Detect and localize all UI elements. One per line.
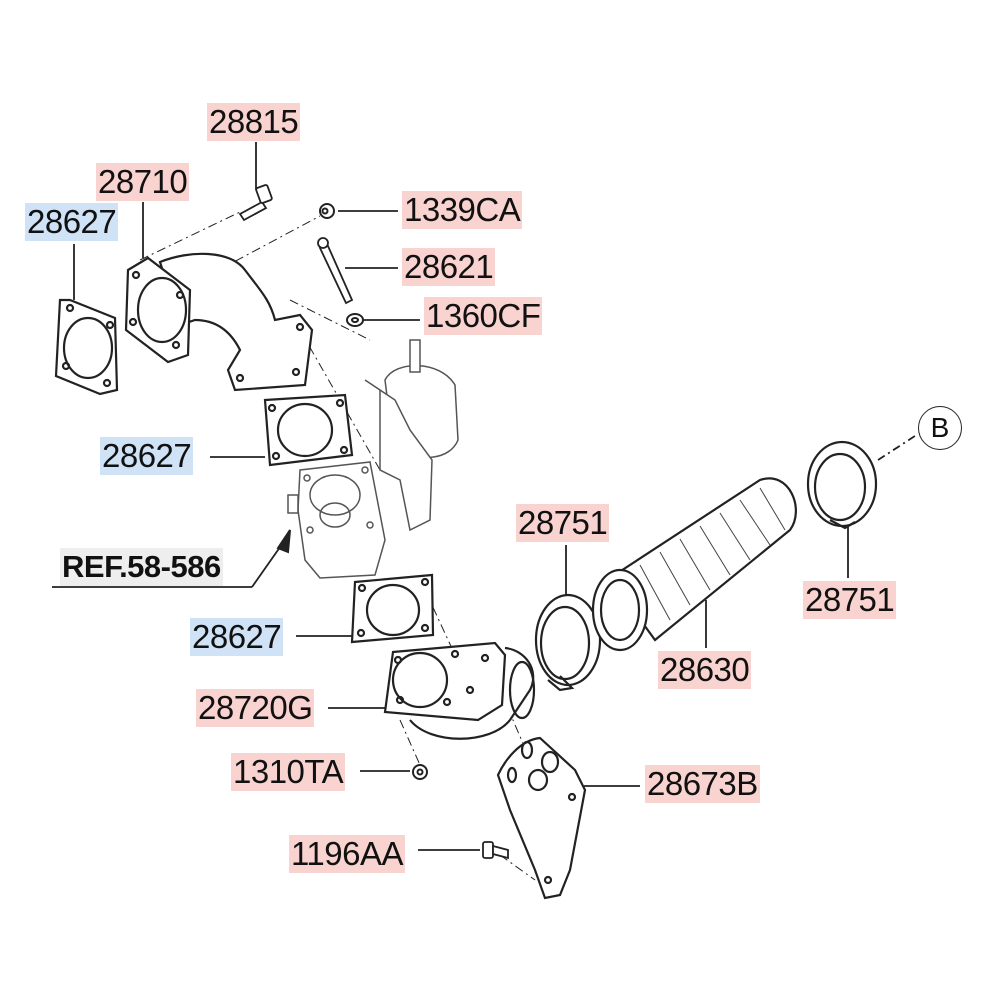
nut-1310TA <box>412 764 428 780</box>
ref-arrow-icon <box>276 529 291 554</box>
part-label-28630[interactable]: 28630 <box>658 651 752 689</box>
bolt-1196AA <box>482 841 509 860</box>
part-label-28815[interactable]: 28815 <box>207 103 301 141</box>
part-label-28621[interactable]: 28621 <box>402 248 496 286</box>
bracket-28673B <box>496 736 587 900</box>
nut-1339CA <box>319 203 335 219</box>
hose-28630 <box>591 477 797 652</box>
part-label-1360CF[interactable]: 1360CF <box>424 297 543 335</box>
part-label-28751-left[interactable]: 28751 <box>516 504 610 542</box>
part-label-28627-mid[interactable]: 28627 <box>100 437 194 475</box>
gasket-28627-top <box>54 298 119 396</box>
part-label-28710[interactable]: 28710 <box>96 163 190 201</box>
part-label-28673B[interactable]: 28673B <box>645 765 760 803</box>
gasket-28627-mid <box>263 393 354 467</box>
clamp-28751-right <box>806 440 878 530</box>
turbocharger-ref <box>287 339 459 579</box>
flange-pipe-28720G <box>383 641 536 740</box>
bolt-28815 <box>238 184 273 222</box>
part-label-1339CA[interactable]: 1339CA <box>402 191 523 229</box>
part-label-28751-right[interactable]: 28751 <box>803 581 897 619</box>
stud-28621 <box>317 237 354 305</box>
connector-b-marker: B <box>918 406 962 450</box>
gasket-28627-low <box>350 573 435 644</box>
ref-label[interactable]: REF.58-586 <box>60 548 223 586</box>
part-label-1196AA[interactable]: 1196AA <box>289 835 405 873</box>
part-label-28627-top[interactable]: 28627 <box>25 203 119 241</box>
washer-1360CF <box>346 313 364 327</box>
leader-lines <box>52 142 919 851</box>
part-label-28627-low[interactable]: 28627 <box>190 618 284 656</box>
part-label-28720G[interactable]: 28720G <box>196 689 315 727</box>
part-label-1310TA[interactable]: 1310TA <box>231 753 346 791</box>
clamp-28751-left <box>534 593 602 692</box>
elbow-pipe-28710 <box>124 252 314 392</box>
